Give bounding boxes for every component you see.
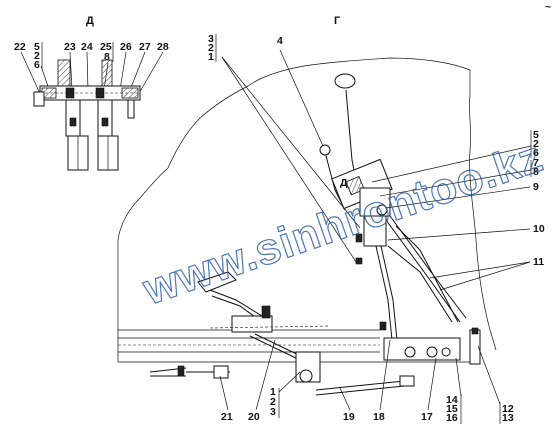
callout-20: 20 xyxy=(248,411,260,423)
callout-15: 15 xyxy=(446,403,458,415)
callout-5: 5 xyxy=(533,129,539,141)
callout-10: 10 xyxy=(533,223,545,235)
callout-19: 19 xyxy=(343,411,355,423)
callout-16: 16 xyxy=(446,412,458,424)
callout-28: 28 xyxy=(157,41,169,53)
callout-12: 12 xyxy=(502,403,514,415)
callout-2-bottom: 2 xyxy=(270,396,276,408)
callout-21: 21 xyxy=(221,411,233,423)
callout-5: 5 xyxy=(34,41,40,53)
callout-25: 25 xyxy=(100,41,112,53)
view-mark-d: Д xyxy=(340,177,348,189)
callout-11: 11 xyxy=(533,256,544,268)
callout-6: 6 xyxy=(34,59,40,71)
callout-2: 2 xyxy=(208,42,214,54)
callout-2: 2 xyxy=(34,50,40,62)
corner-mark: ~ xyxy=(545,1,551,13)
watermark-text: www.sinhrontoo.kz xyxy=(136,132,549,315)
callout-8: 8 xyxy=(104,51,110,63)
callout-24: 24 xyxy=(81,41,93,53)
callout-17: 17 xyxy=(421,411,433,423)
callout-1: 1 xyxy=(208,51,214,63)
callout-3: 3 xyxy=(208,33,214,45)
callout-23: 23 xyxy=(64,41,76,53)
callout-7: 7 xyxy=(533,157,539,169)
callout-3-bottom: 3 xyxy=(270,406,276,418)
callout-18: 18 xyxy=(373,411,385,423)
main-callouts: 3 2 1 4 5 2 6 7 8 9 10 11 1 2 3 21 20 19… xyxy=(208,33,545,424)
detail-view xyxy=(20,51,164,171)
callout-27: 27 xyxy=(139,41,151,53)
main-view-title: Г xyxy=(334,15,341,27)
callout-4: 4 xyxy=(277,35,283,47)
callout-9: 9 xyxy=(533,181,539,193)
callout-14: 14 xyxy=(446,394,458,406)
callout-6: 6 xyxy=(533,147,539,159)
callout-22: 22 xyxy=(14,41,26,53)
main-view: Д xyxy=(117,49,497,396)
callout-1-bottom: 1 xyxy=(270,386,276,398)
detail-view-title: Д xyxy=(86,15,94,27)
detail-callouts: 22 5 2 6 23 24 25 8 26 27 28 xyxy=(14,41,169,71)
callout-2-right: 2 xyxy=(533,138,539,150)
callout-13: 13 xyxy=(502,412,514,424)
callout-26: 26 xyxy=(120,41,132,53)
callout-8: 8 xyxy=(533,166,539,178)
